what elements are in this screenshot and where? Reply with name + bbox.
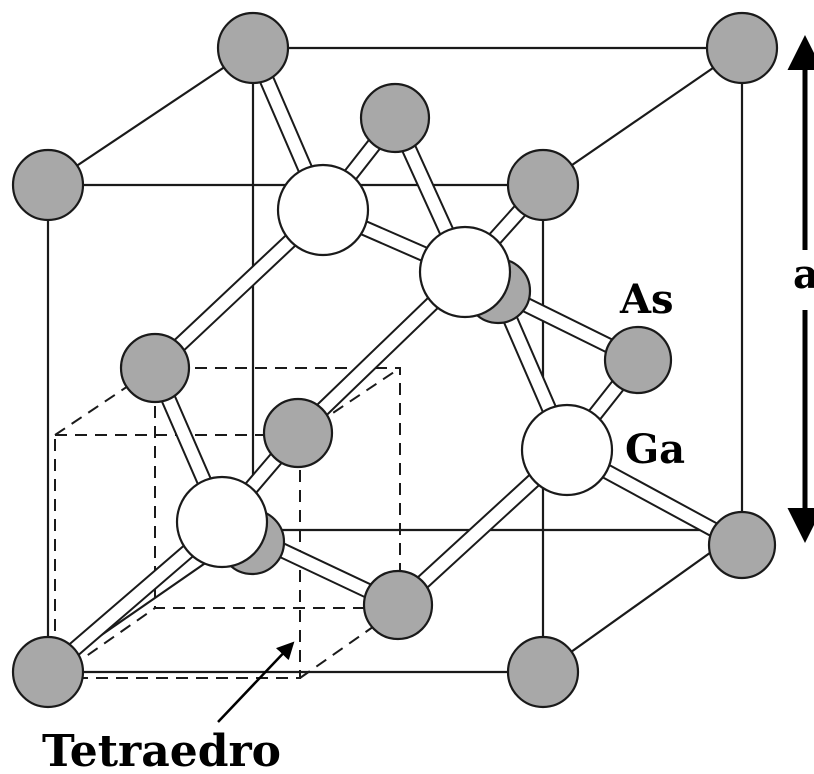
ga-atom: [520, 403, 614, 497]
as-atom: [707, 510, 777, 580]
as-atom: [11, 635, 85, 709]
as-atom: [506, 148, 580, 222]
as-atom: [262, 397, 334, 469]
tetrahedron-label: Tetraedro: [42, 726, 281, 774]
as-atom: [119, 332, 191, 404]
as-atom: [705, 11, 779, 85]
cube-edge: [47, 47, 254, 186]
cube-edge: [542, 47, 743, 186]
atoms: [11, 11, 779, 709]
tetrahedron-pointer-arrow: [217, 641, 295, 723]
as-atom: [11, 148, 85, 222]
cube-edge: [542, 529, 743, 673]
ga-label: Ga: [625, 426, 685, 473]
lattice-constant-label: a: [793, 251, 814, 298]
ga-atom: [418, 225, 512, 319]
as-atom: [362, 569, 434, 641]
ga-atom: [276, 163, 370, 257]
as-label: As: [619, 276, 674, 323]
as-atom: [359, 82, 431, 154]
as-atom: [506, 635, 580, 709]
as-atom: [216, 11, 290, 85]
lattice-constant-indicator: a: [787, 35, 814, 543]
as-atom: [603, 325, 673, 395]
ga-atom: [175, 475, 269, 569]
